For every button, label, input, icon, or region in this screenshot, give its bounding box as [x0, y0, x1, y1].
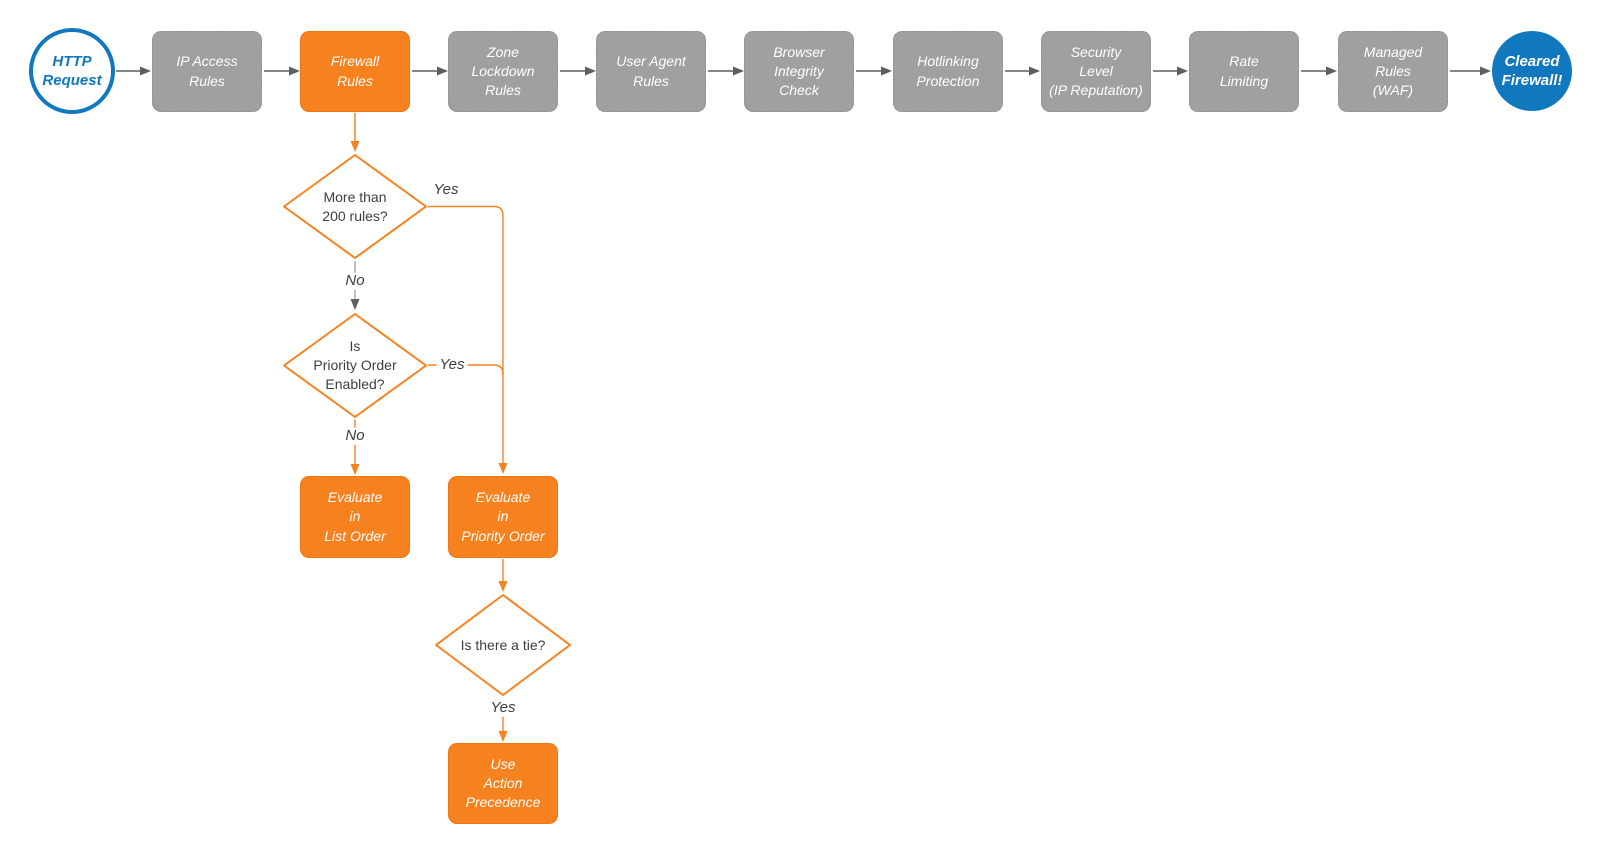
- node-browser-integrity-check: Browser Integrity Check: [744, 31, 854, 112]
- node-evaluate-priority-order: Evaluate in Priority Order: [448, 476, 558, 558]
- node-label: Zone Lockdown Rules: [471, 43, 535, 99]
- node-label: Browser Integrity Check: [773, 43, 825, 99]
- node-label: IP Access Rules: [176, 53, 238, 89]
- node-label: Is there a tie?: [460, 636, 546, 653]
- node-label: More than 200 rules?: [322, 188, 388, 224]
- node-label: Evaluate in List Order: [324, 489, 386, 544]
- edge-label-yes: Yes: [487, 699, 519, 717]
- node-zone-lockdown-rules: Zone Lockdown Rules: [448, 31, 558, 112]
- edge-label-no: No: [342, 272, 368, 290]
- node-label: Firewall Rules: [330, 53, 380, 89]
- diamond-shape: [435, 594, 571, 696]
- edge-label-no: No: [342, 427, 368, 445]
- node-label: User Agent Rules: [616, 53, 686, 89]
- node-label: Managed Rules (WAF): [1363, 43, 1423, 99]
- edge-label-yes: Yes: [430, 181, 462, 199]
- connector-decision2-yes-join: [428, 364, 504, 375]
- node-label: Is Priority Order Enabled?: [313, 338, 397, 392]
- node-label: Cleared Firewall!: [1501, 52, 1563, 90]
- node-label: Use Action Precedence: [465, 755, 541, 811]
- connector-decision1-yes-to-priority-order: [428, 205, 508, 474]
- decision-priority-order-enabled: Is Priority Order Enabled?: [282, 312, 428, 419]
- node-firewall-rules: Firewall Rules: [300, 31, 410, 112]
- decision-is-there-a-tie: Is there a tie?: [434, 593, 572, 697]
- decision-more-than-200-rules: More than 200 rules?: [282, 153, 428, 260]
- node-rate-limiting: Rate Limiting: [1189, 31, 1299, 112]
- node-label: Security Level (IP Reputation): [1049, 43, 1143, 99]
- diamond-shape: [283, 313, 427, 418]
- node-label: Hotlinking Protection: [916, 53, 980, 89]
- node-ip-access-rules: IP Access Rules: [152, 31, 262, 112]
- node-label: Evaluate in Priority Order: [461, 489, 545, 544]
- diamond-shape: [283, 154, 427, 259]
- node-user-agent-rules: User Agent Rules: [596, 31, 706, 112]
- node-security-level: Security Level (IP Reputation): [1041, 31, 1151, 112]
- node-hotlinking-protection: Hotlinking Protection: [893, 31, 1003, 112]
- node-cleared-firewall: Cleared Firewall!: [1492, 31, 1572, 111]
- node-label: Rate Limiting: [1219, 53, 1269, 89]
- node-evaluate-list-order: Evaluate in List Order: [300, 476, 410, 558]
- node-http-request: HTTP Request: [29, 28, 115, 114]
- node-use-action-precedence: Use Action Precedence: [448, 743, 558, 824]
- edge-label-yes: Yes: [436, 356, 468, 374]
- node-managed-rules-waf: Managed Rules (WAF): [1338, 31, 1448, 112]
- node-label: HTTP Request: [42, 52, 102, 90]
